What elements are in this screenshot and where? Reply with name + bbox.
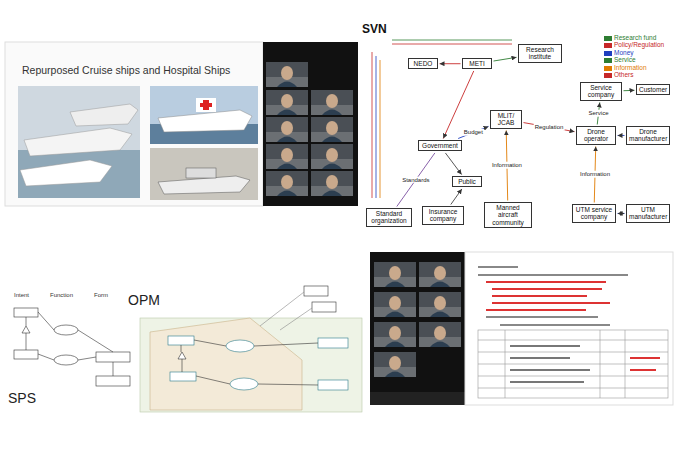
flow-connector	[524, 123, 575, 132]
legend-row: Policy/Regulation	[604, 41, 664, 48]
government-box: Government	[418, 140, 462, 151]
entity-label: NEDO	[411, 60, 435, 67]
regulator-box: MLIT/ JCAB	[490, 110, 522, 129]
entity-label: Service company	[583, 84, 619, 99]
legend-row: Service	[604, 56, 664, 63]
entity-label: UTM service company	[575, 206, 613, 221]
flow-label: Standards	[401, 176, 430, 183]
legend-swatch	[604, 66, 612, 71]
legend-row: Money	[604, 49, 664, 56]
diagram-title: SPS	[8, 390, 36, 406]
entity-label: Standard organization	[369, 210, 409, 225]
manufacturer-box: Drone manufacturer	[626, 126, 670, 145]
customer-box: Customer	[636, 84, 670, 95]
flow-label: Budget	[463, 129, 484, 136]
entity-label: Insurance company	[425, 208, 461, 223]
flow-label: Information	[579, 171, 611, 178]
legend-text: Research fund	[614, 34, 656, 41]
operator-box: Drone operator	[576, 126, 616, 145]
company-box: UTM service company	[572, 204, 616, 223]
flow-connector	[494, 57, 517, 61]
entity-label: Drone manufacturer	[629, 128, 667, 143]
legend-swatch	[604, 43, 612, 48]
flow-label: Service	[587, 110, 609, 117]
flow-connector	[624, 90, 635, 91]
entity-label: Drone operator	[579, 128, 613, 143]
entity-label: Manned aircraft community	[487, 204, 529, 226]
legend-swatch	[604, 73, 612, 78]
manufacturer-box: UTM manufacturer	[626, 204, 670, 223]
diagram-title: SVN	[362, 22, 387, 36]
slide-panel	[5, 42, 358, 206]
column-header: Form	[94, 292, 108, 298]
legend-row: Research fund	[604, 34, 664, 41]
company-box: Service company	[580, 82, 622, 101]
legend-swatch	[604, 58, 612, 63]
institute-box: Research institute	[518, 44, 562, 63]
entity-label: MLIT/ JCAB	[493, 112, 519, 127]
entity-label: Government	[421, 142, 459, 149]
slide-title: Repurposed Cruise ships and Hospital Shi…	[22, 64, 230, 76]
legend: Research fundPolicy/RegulationMoneyServi…	[604, 34, 664, 79]
ministry-box: METI	[462, 58, 492, 69]
entity-label: UTM manufacturer	[629, 206, 667, 221]
legend-text: Information	[614, 64, 647, 71]
community-box: Manned aircraft community	[484, 202, 532, 228]
flow-connector	[397, 153, 435, 207]
flow-connector	[445, 153, 461, 175]
column-header: Function	[50, 292, 73, 298]
entity-label: Research institute	[521, 46, 559, 61]
agency-box: NEDO	[408, 58, 438, 69]
entity-label: Public	[455, 178, 479, 185]
sps-opm-diagram	[14, 286, 362, 412]
flow-label: Information	[491, 162, 523, 169]
insurer-box: Insurance company	[422, 206, 464, 225]
legend-swatch	[604, 36, 612, 41]
legend-row: Others	[604, 71, 664, 78]
entity-label: METI	[465, 60, 489, 67]
flow-connector	[618, 213, 625, 214]
legend-row: Information	[604, 64, 664, 71]
flow-connector	[458, 126, 488, 138]
diagram-title: OPM	[128, 292, 160, 308]
flow-connector	[440, 63, 461, 64]
legend-text: Service	[614, 56, 636, 63]
legend-text: Money	[614, 49, 634, 56]
public-box: Public	[452, 176, 482, 187]
standards-box: Standard organization	[366, 208, 412, 227]
flow-connector	[451, 189, 462, 205]
legend-swatch	[604, 51, 612, 56]
column-header: Intent	[14, 292, 29, 298]
legend-text: Policy/Regulation	[614, 41, 664, 48]
entity-label: Customer	[639, 86, 667, 93]
flow-label: Regulation	[534, 124, 565, 131]
flow-connector	[618, 135, 625, 136]
legend-text: Others	[614, 71, 634, 78]
meeting-document-panel	[370, 252, 673, 405]
